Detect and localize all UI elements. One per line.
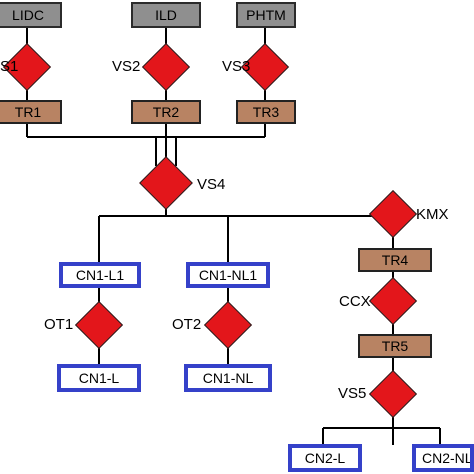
output-box: CN1-NL1 [186, 262, 270, 288]
decision-label: VS1 [0, 58, 19, 75]
decision-label: VS4 [197, 176, 226, 193]
decision-label: KMX [416, 206, 449, 223]
output-box: CN1-NL [184, 364, 272, 392]
decision-label: VS2 [112, 58, 141, 75]
output-box: CN1-L [57, 364, 141, 392]
transform-box: TR1 [0, 100, 62, 124]
transform-box: TR3 [236, 100, 296, 124]
source-box: PHTM [236, 2, 296, 28]
decision-label: OT2 [172, 316, 202, 333]
output-box: CN2-NL [412, 444, 474, 472]
transform-box: TR2 [131, 100, 201, 124]
decision-label: VS3 [222, 58, 251, 75]
source-box: ILD [131, 2, 201, 28]
decision-label: VS5 [338, 385, 367, 402]
source-box: LIDC [0, 2, 62, 28]
decision-label: OT1 [44, 316, 74, 333]
transform-box: TR4 [358, 248, 432, 272]
output-box: CN1-L1 [59, 262, 141, 288]
decision-label: CCX [339, 293, 371, 310]
transform-box: TR5 [358, 334, 432, 358]
output-box: CN2-L [288, 444, 362, 472]
